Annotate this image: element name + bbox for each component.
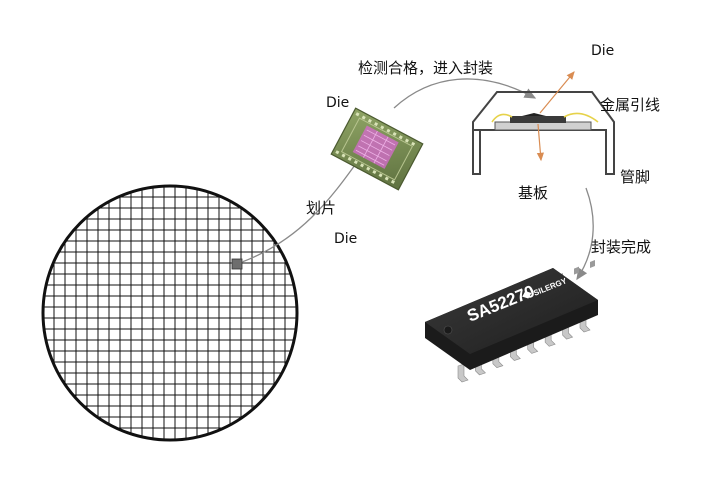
package-outline <box>472 91 615 175</box>
chip-pin-back <box>590 260 595 268</box>
chip-pin-back <box>574 266 579 275</box>
test-pass-label: 检测合格，进入封装 <box>358 59 493 77</box>
selected-die-cell <box>231 258 243 270</box>
die-inner-frame <box>340 117 414 181</box>
wafer-outline <box>41 184 299 442</box>
test-pass-arrow <box>393 78 537 109</box>
chip-top <box>425 268 598 354</box>
substrate-label: 基板 <box>518 184 548 202</box>
package-die <box>510 116 566 123</box>
pin-label: 管脚 <box>620 168 650 186</box>
slice-arrow <box>241 156 361 263</box>
chip-pin1-dot <box>443 325 453 335</box>
slice-label: 划片 <box>306 199 336 217</box>
die-circuit-lines <box>355 129 396 166</box>
package-cross-section <box>472 91 615 175</box>
die-core <box>352 125 399 169</box>
substrate-pointer-down <box>536 123 544 162</box>
package-done-label: 封装完成 <box>591 238 651 256</box>
wafer <box>41 184 299 442</box>
finished-chip: SA52270 SILERGY <box>425 260 598 383</box>
die-pads <box>335 112 416 184</box>
die-label-top-left: Die <box>326 95 349 111</box>
bond-wire-left <box>491 113 513 123</box>
package-done-arrow <box>576 187 594 281</box>
die-top-marker <box>522 113 546 116</box>
bond-wire-right <box>563 112 599 123</box>
die-label-below-slice: Die <box>334 231 357 247</box>
metal-lead-label: 金属引线 <box>600 96 660 114</box>
die-pointer-up <box>539 71 575 114</box>
package-internals <box>491 71 599 162</box>
substrate-plate <box>494 121 592 131</box>
brand-logo-icon <box>522 291 532 299</box>
die-chip <box>330 107 424 191</box>
die-label-top-right: Die <box>591 43 614 59</box>
